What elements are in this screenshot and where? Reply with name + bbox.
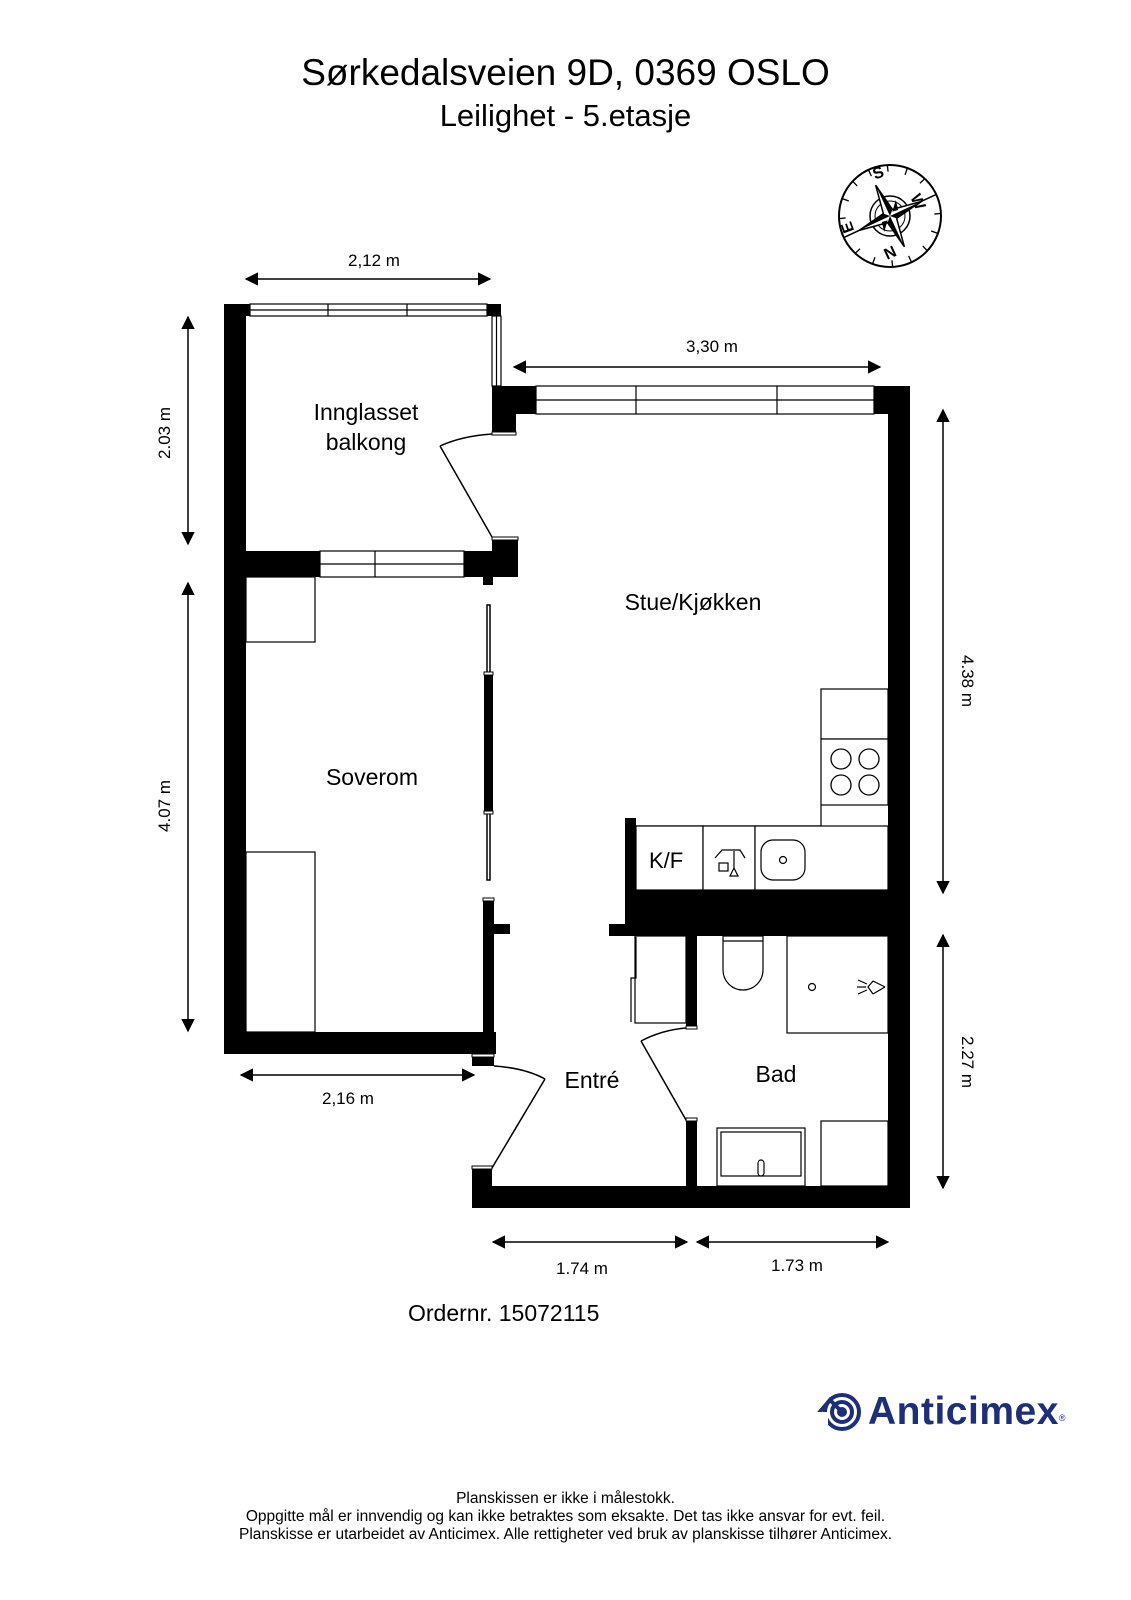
entrance-closet (634, 935, 687, 1024)
disclaimer: Planskissen er ikke i målestokk. Oppgitt… (0, 1490, 1131, 1544)
fridge-freezer (635, 825, 704, 891)
dimension-lines (181, 272, 950, 1249)
dim-entrance-width: 1.74 m (556, 1259, 608, 1278)
dim-living-width: 3,30 m (686, 337, 738, 356)
washing-machine (820, 1120, 889, 1187)
compass-north-label: N (882, 243, 900, 263)
windows (249, 303, 875, 578)
room-label-living-kitchen: Stue/Kjøkken (625, 589, 762, 615)
dim-living-height: 4.38 m (958, 655, 977, 707)
dishwasher (702, 825, 756, 891)
room-label-entrance: Entré (565, 1067, 620, 1093)
registered-mark: ® (1058, 1413, 1066, 1423)
anticimex-logo: Anticimex® (816, 1390, 1066, 1434)
order-number: Ordernr. 15072115 (408, 1300, 600, 1326)
disclaimer-line-1: Planskissen er ikke i målestokk. (456, 1490, 675, 1507)
anticimex-logo-icon (816, 1393, 861, 1432)
room-label-balcony-1: Innglasset (314, 399, 419, 425)
dishwasher-icon (714, 849, 746, 877)
dim-balcony-height: 2.03 m (155, 407, 174, 459)
walls (224, 304, 910, 1208)
brand-name: Anticimex (868, 1390, 1059, 1433)
dim-bath-width: 1.73 m (771, 1256, 823, 1275)
room-label-bedroom: Soverom (326, 764, 418, 790)
kitchen-counter (820, 688, 889, 740)
disclaimer-line-3: Planskisse er utarbeidet av Anticimex. A… (238, 1526, 892, 1543)
stove-burners-icon (830, 748, 880, 796)
dim-balcony-width: 2,12 m (348, 251, 400, 270)
floor-subtitle: Leilighet - 5.etasje (439, 98, 692, 133)
compass-rose-icon: S W E N (838, 164, 942, 268)
compass-south-label: S (871, 164, 887, 184)
room-label-balcony-2: balkong (326, 429, 407, 455)
sliding-door-panel (484, 673, 493, 813)
fridge-freezer-label: K/F (649, 848, 683, 873)
address-title: Sørkedalsveien 9D, 0369 OSLO (301, 52, 830, 93)
bedroom-wardrobe (245, 576, 316, 643)
toilet-icon (722, 935, 764, 991)
shower-area (786, 935, 889, 1034)
dim-bedroom-width: 2,16 m (322, 1089, 374, 1108)
dim-bedroom-height: 4.07 m (155, 780, 174, 832)
dim-bath-height: 2.27 m (958, 1036, 977, 1088)
stove (820, 738, 889, 806)
room-label-bathroom: Bad (756, 1061, 797, 1087)
disclaimer-line-2: Oppgitte mål er innvendig og kan ikke be… (245, 1508, 886, 1525)
bedroom-bed (245, 851, 316, 1033)
